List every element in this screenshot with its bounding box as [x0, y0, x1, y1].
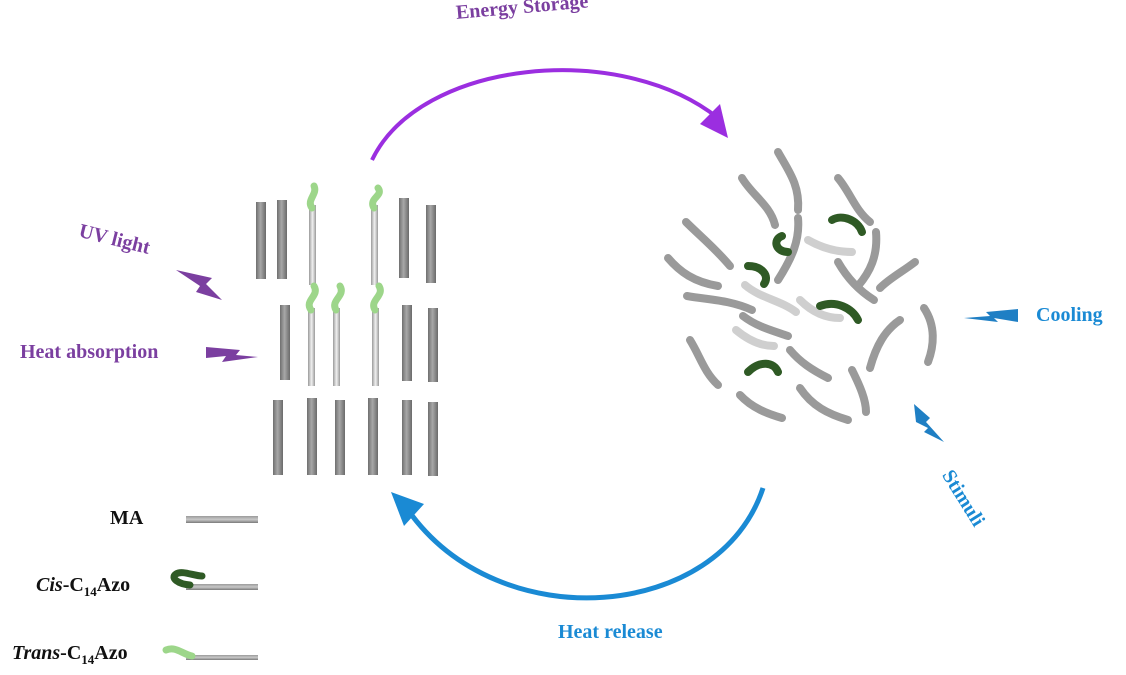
legend-cis-c: -C: [62, 574, 84, 596]
legend-ma-rod-icon: [186, 516, 258, 523]
legend-trans-c: -C: [60, 642, 82, 664]
legend-cis-azo: Azo: [96, 574, 131, 596]
legend-trans-prefix: Trans: [12, 642, 61, 664]
legend-trans-azo-icon: [162, 645, 258, 660]
energy-storage-arrow: [370, 68, 728, 161]
legend-trans-azo: Azo: [94, 642, 128, 664]
heat-release-label: Heat release: [558, 621, 663, 643]
uv-light-bolt-icon: [176, 270, 222, 300]
cooling-label: Cooling: [1036, 304, 1103, 326]
legend-cis-azo-label: Cis-C14Azo: [36, 574, 130, 600]
heat-absorption-bolt-icon: [206, 347, 258, 362]
stimuli-bolt-icon: [914, 404, 944, 442]
legend-trans-azo-label: Trans-C14Azo: [12, 642, 128, 668]
legend-cis-prefix: Cis: [36, 574, 63, 596]
cooling-bolt-icon: [964, 309, 1018, 322]
disordered-cluster: [664, 148, 937, 424]
legend-cis-azo-icon: [170, 569, 258, 590]
ordered-lattice: [256, 182, 438, 476]
legend-cis-subscript: 14: [83, 584, 97, 599]
heat-release-arrow: [391, 487, 766, 601]
heat-absorption-label: Heat absorption: [20, 341, 159, 363]
legend-ma-label: MA: [110, 507, 144, 529]
legend-trans-subscript: 14: [81, 652, 95, 667]
